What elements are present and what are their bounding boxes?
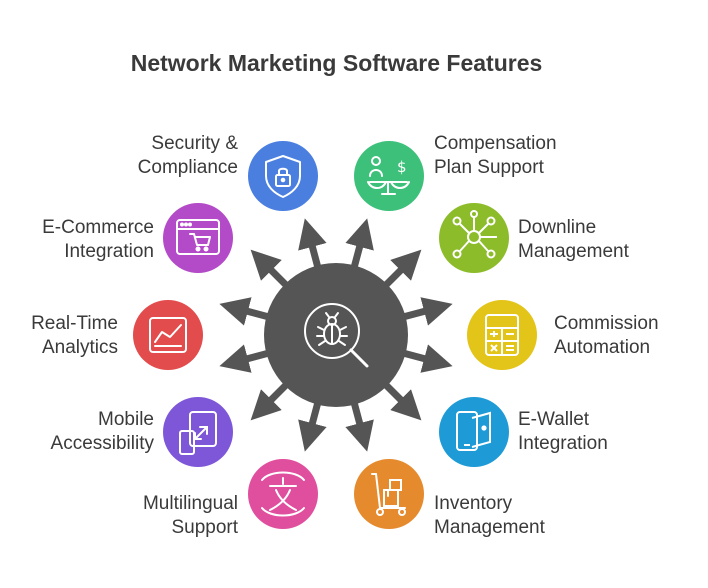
feature-multilingual-support: [248, 459, 318, 529]
label-real-time-analytics: Real-Time Analytics: [31, 312, 118, 360]
label-line: Downline: [518, 217, 597, 238]
line-chart-icon: [149, 317, 187, 353]
label-inventory-management: Inventory Management: [434, 492, 545, 540]
feature-real-time-analytics: [133, 300, 203, 370]
label-line: Compensation: [434, 133, 557, 154]
diagram-title: Network Marketing Software Features: [130, 50, 543, 76]
label-security-compliance: Security & Compliance: [138, 132, 238, 180]
hand-truck-icon: [371, 473, 406, 516]
central-hub: [264, 263, 408, 407]
browser-cart-icon: [176, 219, 220, 255]
bug-search-icon: [304, 303, 369, 368]
feature-downline-management: [439, 203, 509, 273]
feature-compensation-plan: $: [354, 141, 424, 211]
feature-e-wallet: [439, 397, 509, 467]
shield-lock-icon: [265, 155, 301, 198]
balance-scale-icon: $: [367, 156, 410, 195]
label-line: Real-Time: [31, 313, 118, 334]
label-line: E-Commerce: [42, 217, 154, 238]
label-line: Mobile: [98, 409, 154, 430]
label-mobile-accessibility: Mobile Accessibility: [51, 408, 154, 456]
feature-e-commerce: [163, 203, 233, 273]
feature-mobile-accessibility: [163, 397, 233, 467]
mobile-resize-icon: [179, 411, 217, 455]
network-nodes-icon: [452, 210, 497, 259]
label-line: Automation: [554, 337, 651, 358]
language-icon: [261, 471, 305, 517]
label-line: Management: [518, 241, 629, 262]
label-line: Inventory: [434, 493, 513, 514]
svg-text:$: $: [397, 158, 407, 176]
label-line: Management: [434, 517, 545, 538]
label-line: Integration: [518, 433, 608, 454]
calculator-icon: [485, 314, 519, 356]
label-compensation-plan: Compensation Plan Support: [434, 132, 557, 180]
feature-security-compliance: [248, 141, 318, 211]
label-line: Integration: [64, 241, 154, 262]
label-line: Security &: [151, 133, 238, 154]
label-line: Compliance: [137, 157, 238, 178]
label-commission-automation: Commission Automation: [554, 312, 659, 360]
hub-circle: [264, 263, 408, 407]
feature-inventory-management: [354, 459, 424, 529]
wallet-phone-icon: [456, 411, 491, 451]
label-line: Commission: [554, 313, 659, 334]
label-multilingual-support: Multilingual Support: [143, 492, 238, 540]
label-line: Plan Support: [434, 157, 544, 178]
label-line: Analytics: [41, 337, 118, 358]
label-line: Multilingual: [142, 493, 238, 514]
label-downline-management: Downline Management: [518, 216, 629, 264]
feature-commission-automation: [467, 300, 537, 370]
label-line: E-Wallet: [518, 409, 590, 430]
label-e-wallet: E-Wallet Integration: [518, 408, 608, 456]
label-line: Accessibility: [50, 433, 154, 454]
label-line: Support: [171, 517, 238, 538]
label-e-commerce: E-Commerce Integration: [42, 216, 154, 264]
